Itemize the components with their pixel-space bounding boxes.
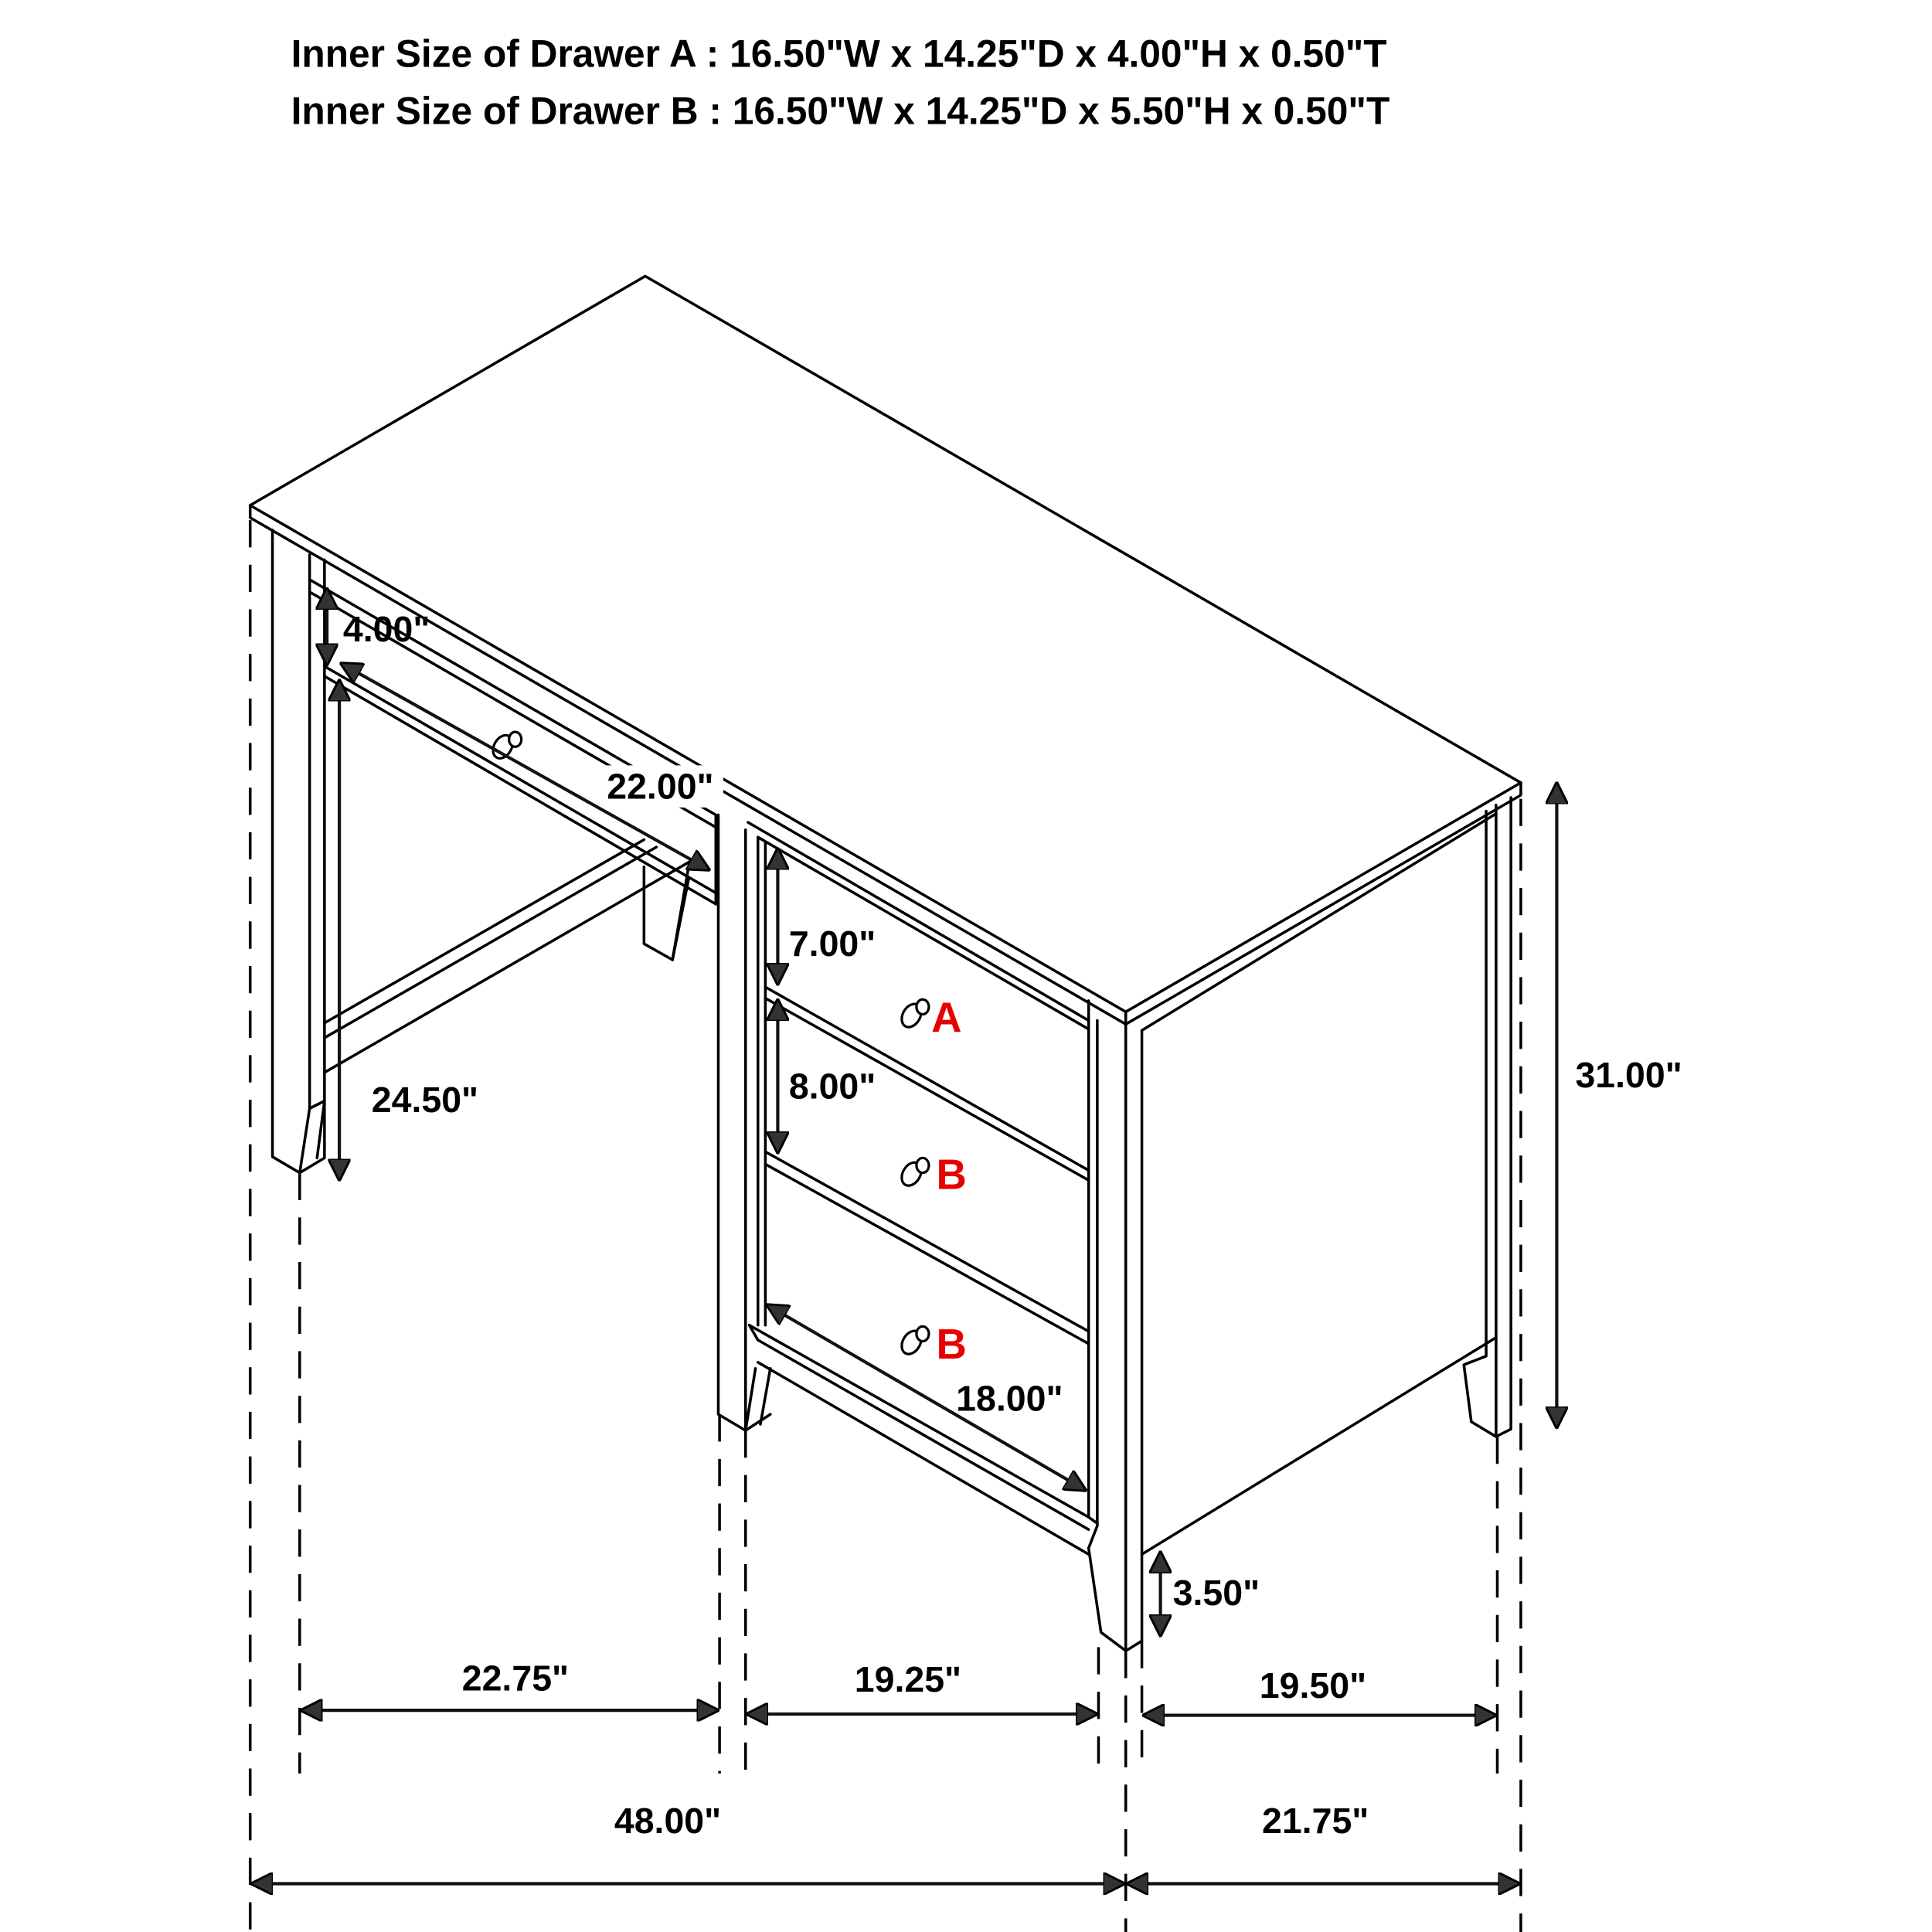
svg-text:3.50": 3.50" bbox=[1173, 1573, 1260, 1613]
drawer-a-knob bbox=[900, 998, 930, 1029]
dim-center-drawer-width: 22.00" bbox=[342, 664, 723, 869]
dim-top-drawer-height: 7.00" bbox=[777, 849, 876, 983]
dim-overall-depth: 21.75" bbox=[1128, 1801, 1519, 1884]
drawer-a-label: A bbox=[931, 994, 961, 1041]
drawer-a-inner-size: Inner Size of Drawer A : 16.50"W x 14.25… bbox=[291, 32, 1387, 76]
svg-text:18.00": 18.00" bbox=[956, 1378, 1063, 1418]
dim-overall-width: 48.00" bbox=[253, 1801, 1124, 1884]
dim-pedestal-width: 19.25" bbox=[748, 1659, 1096, 1714]
right-side-panel bbox=[1140, 796, 1512, 1556]
svg-text:19.25": 19.25" bbox=[855, 1659, 961, 1699]
svg-text:7.00": 7.00" bbox=[789, 923, 876, 964]
knee-space-stretcher bbox=[323, 838, 696, 1074]
svg-text:22.75": 22.75" bbox=[462, 1658, 569, 1699]
svg-text:31.00": 31.00" bbox=[1575, 1055, 1682, 1095]
svg-text:21.75": 21.75" bbox=[1262, 1801, 1369, 1841]
drawer-b2-knob bbox=[900, 1325, 930, 1355]
extension-lines bbox=[248, 520, 1522, 1932]
svg-text:48.00": 48.00" bbox=[614, 1801, 721, 1841]
drawer-b2-label: B bbox=[937, 1321, 967, 1368]
dim-pedestal-drawer-width: 18.00" bbox=[768, 1305, 1085, 1490]
dim-middle-drawer-height: 8.00" bbox=[777, 1001, 876, 1152]
svg-text:22.00": 22.00" bbox=[607, 767, 713, 807]
drawer-b1-knob bbox=[900, 1156, 930, 1187]
svg-text:24.50": 24.50" bbox=[372, 1080, 478, 1120]
dim-leg-height: 3.50" bbox=[1161, 1553, 1260, 1635]
pedestal: A B B bbox=[716, 813, 1144, 1652]
svg-text:19.50": 19.50" bbox=[1260, 1665, 1366, 1706]
dim-knee-clearance: 24.50" bbox=[339, 681, 478, 1179]
drawer-b1-label: B bbox=[937, 1151, 967, 1198]
dim-knee-space-width: 22.75" bbox=[302, 1658, 717, 1711]
svg-text:8.00": 8.00" bbox=[789, 1066, 876, 1106]
dim-overall-height: 31.00" bbox=[1556, 784, 1682, 1427]
svg-text:4.00": 4.00" bbox=[343, 609, 430, 649]
left-front-leg bbox=[270, 529, 326, 1175]
drawer-b-inner-size: Inner Size of Drawer B : 16.50"W x 14.25… bbox=[291, 89, 1390, 132]
dim-side-width: 19.50" bbox=[1145, 1665, 1495, 1715]
dim-center-drawer-height: 4.00" bbox=[327, 590, 430, 664]
